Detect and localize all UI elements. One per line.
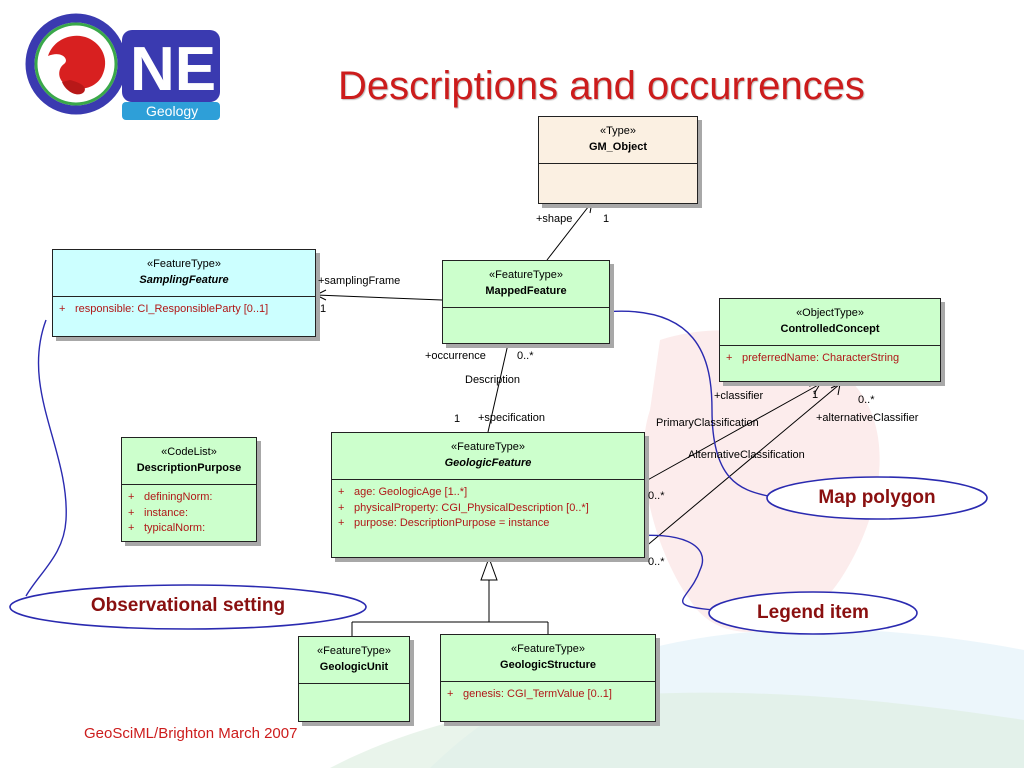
callout-observational-setting-ellipse xyxy=(9,584,367,630)
class-geologic-unit[interactable]: «FeatureType» GeologicUnit xyxy=(298,636,410,722)
label-sampling-frame-mult: 1 xyxy=(320,303,327,315)
callout-observational-setting: Observational setting xyxy=(90,595,286,616)
description-purpose-attr-instance: +instance: xyxy=(128,506,189,519)
class-mapped-feature[interactable]: «FeatureType» MappedFeature xyxy=(442,260,610,344)
class-sampling-feature[interactable]: «FeatureType» SamplingFeature +responsib… xyxy=(52,249,316,337)
logo-sub: Geology xyxy=(146,103,198,119)
class-controlled-concept[interactable]: «ObjectType» ControlledConcept +preferre… xyxy=(719,298,941,382)
mapped-feature-stereotype: «FeatureType» xyxy=(489,269,563,281)
controlled-concept-stereotype: «ObjectType» xyxy=(796,307,864,319)
label-alt-classifier-role: +alternativeClassifier xyxy=(816,412,919,424)
geologic-feature-name: GeologicFeature xyxy=(444,457,532,469)
label-description-assoc: Description xyxy=(465,374,521,386)
label-classifier-role: +classifier xyxy=(714,390,764,402)
gm-object-name: GM_Object xyxy=(588,141,648,153)
description-purpose-attr-defining-norm: +definingNorm: xyxy=(128,491,213,503)
label-shape-role: +shape xyxy=(536,213,573,225)
logo-word: NE xyxy=(130,35,216,104)
callout-map-polygon: Map polygon xyxy=(818,487,936,508)
geologic-feature-attr-purpose: +purpose: DescriptionPurpose = instance xyxy=(338,517,550,529)
geologic-feature-attr-physical-property: +physicalProperty: CGI_PhysicalDescripti… xyxy=(338,501,589,514)
label-gf-alt-mult: 0..* xyxy=(648,556,665,568)
description-purpose-stereotype: «CodeList» xyxy=(161,446,217,458)
label-occurrence-mult: 0..* xyxy=(517,350,534,362)
class-geologic-structure[interactable]: «FeatureType» GeologicStructure +genesis… xyxy=(440,634,656,722)
slide-footer: GeoSciML/Brighton March 2007 xyxy=(84,725,298,742)
onegeology-logo: NE Geology xyxy=(25,13,220,120)
geologic-structure-name: GeologicStructure xyxy=(500,659,596,671)
geologic-feature-attr-age: +age: GeologicAge [1..*] xyxy=(338,486,468,498)
label-classifier-mult: 1 xyxy=(812,389,819,401)
sampling-feature-attr-responsible: +responsible: CI_ResponsibleParty [0..1] xyxy=(59,303,269,315)
sampling-feature-name: SamplingFeature xyxy=(139,274,229,286)
geologic-structure-stereotype: «FeatureType» xyxy=(511,643,585,655)
geologic-unit-name: GeologicUnit xyxy=(319,661,389,673)
controlled-concept-attr-preferred-name: +preferredName: CharacterString xyxy=(726,352,900,364)
label-sampling-frame-role: +samplingFrame xyxy=(318,275,401,287)
mapped-feature-name: MappedFeature xyxy=(485,285,567,297)
class-geologic-feature[interactable]: «FeatureType» GeologicFeature +age: Geol… xyxy=(331,432,645,558)
controlled-concept-name: ControlledConcept xyxy=(780,323,880,335)
description-purpose-attr-typical-norm: +typicalNorm: xyxy=(128,522,206,534)
label-gf-primary-mult: 0..* xyxy=(648,490,665,502)
label-specification-mult: 1 xyxy=(454,413,461,425)
label-specification-role: +specification xyxy=(478,412,545,424)
callout-map-polygon-ellipse xyxy=(766,476,988,520)
label-primary-classification: PrimaryClassification xyxy=(656,417,759,429)
label-alt-classifier-mult: 0..* xyxy=(858,394,875,406)
callout-legend-item: Legend item xyxy=(757,602,869,623)
geologic-unit-stereotype: «FeatureType» xyxy=(317,645,391,657)
gm-object-stereotype: «Type» xyxy=(599,125,637,137)
label-occurrence-role: +occurrence xyxy=(425,350,486,362)
geologic-feature-stereotype: «FeatureType» xyxy=(451,441,525,453)
slide-title: Descriptions and occurrences xyxy=(338,64,865,108)
callout-legend-item-ellipse xyxy=(708,591,918,635)
class-description-purpose[interactable]: «CodeList» DescriptionPurpose +definingN… xyxy=(121,437,257,542)
description-purpose-name: DescriptionPurpose xyxy=(136,462,242,474)
label-alternative-classification: AlternativeClassification xyxy=(688,449,805,461)
geologic-structure-attr-genesis: +genesis: CGI_TermValue [0..1] xyxy=(447,688,612,700)
sampling-feature-stereotype: «FeatureType» xyxy=(147,258,221,270)
label-shape-mult: 1 xyxy=(603,213,610,225)
class-gm-object[interactable]: «Type» GM_Object xyxy=(538,116,698,204)
